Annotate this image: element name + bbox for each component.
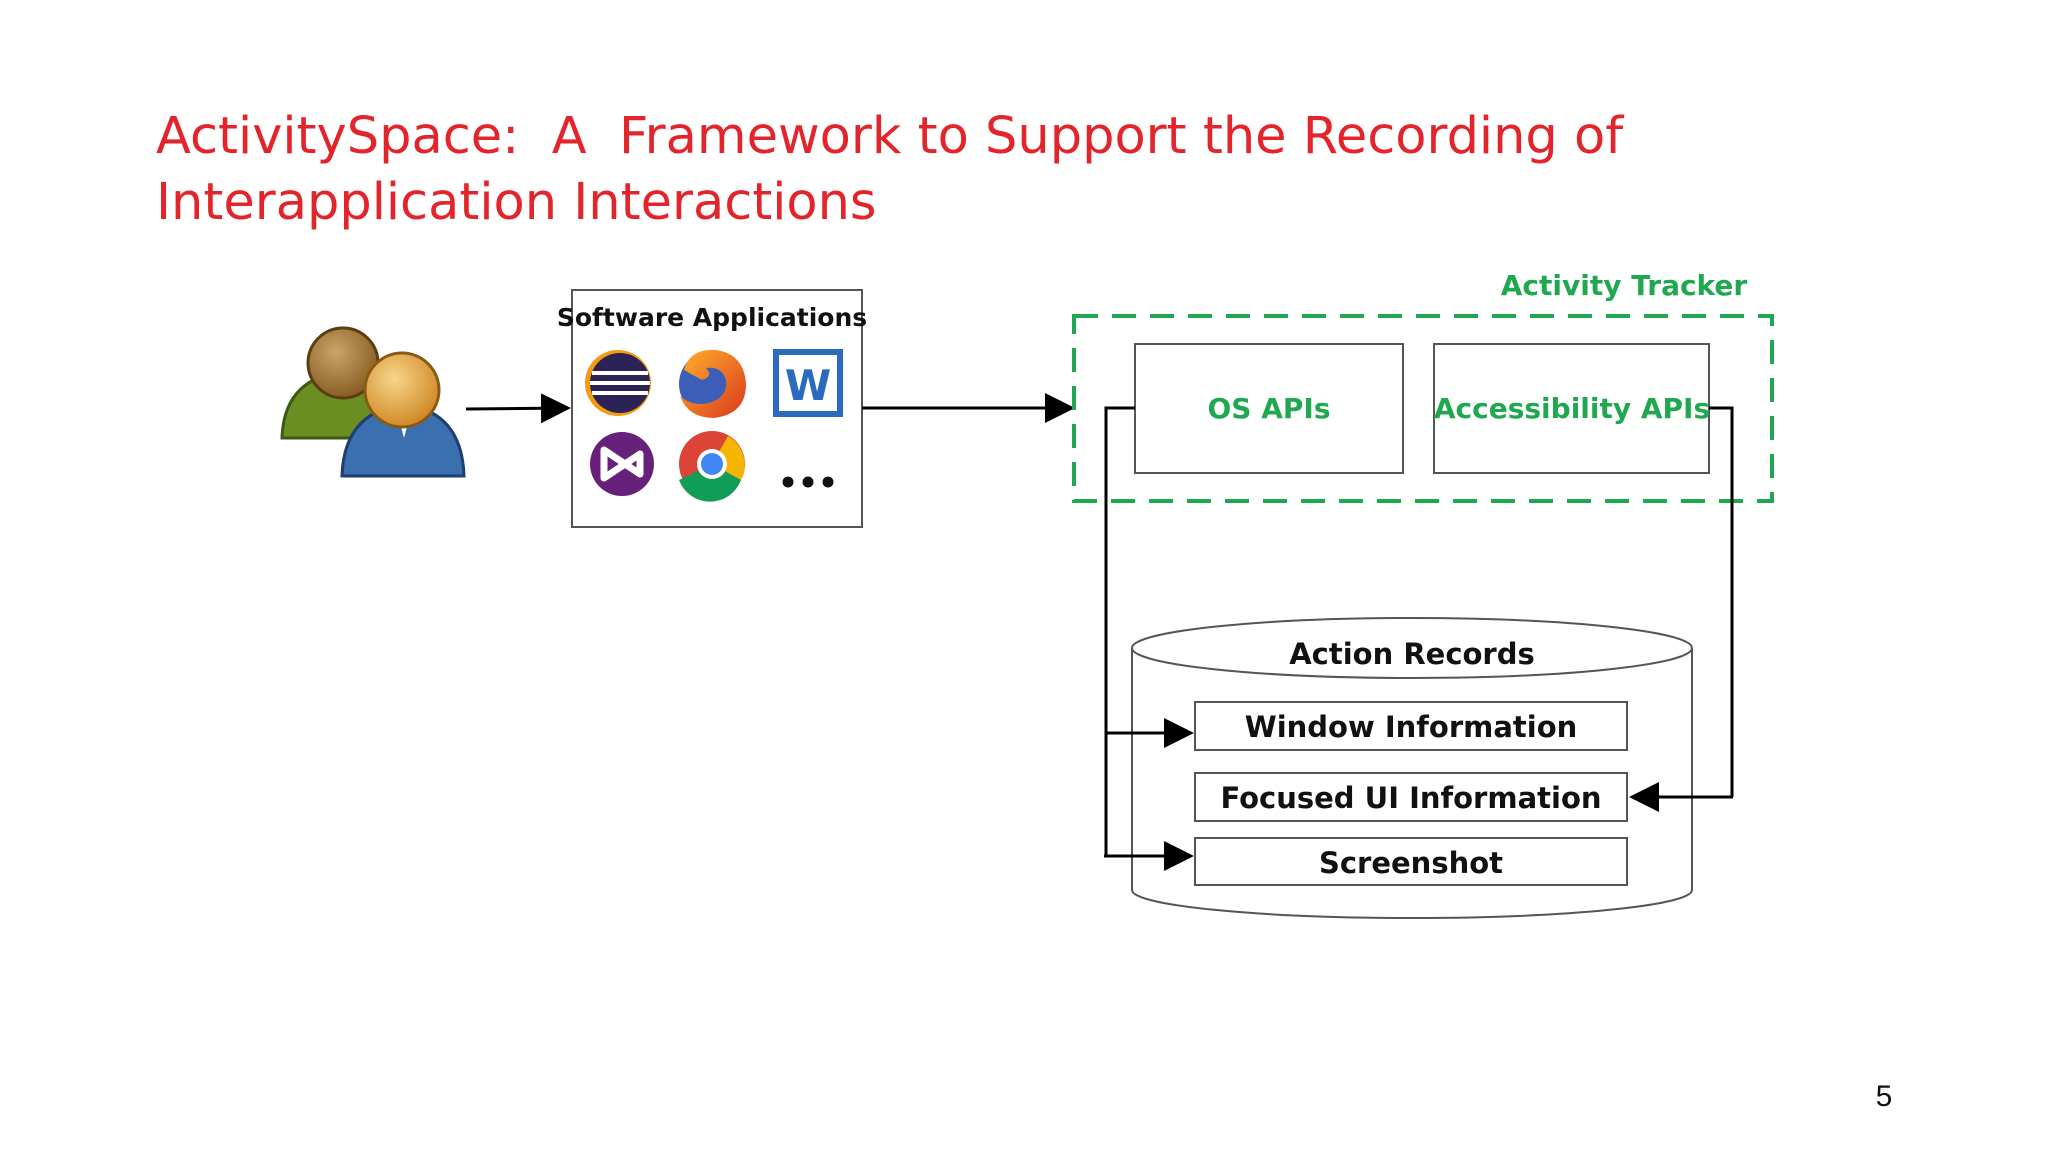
word-icon: W xyxy=(773,349,843,417)
activity-tracker-label: Activity Tracker xyxy=(1501,269,1748,302)
record-item-screenshot-box xyxy=(1194,837,1628,886)
connector-os-apis xyxy=(1104,406,1135,857)
page-number: 5 xyxy=(1875,1080,1893,1113)
action-records-title: Action Records xyxy=(1289,637,1535,671)
users-icon xyxy=(280,326,466,478)
slide-title-line-1: ActivitySpace: A Framework to Support th… xyxy=(156,107,1624,166)
eclipse-icon xyxy=(585,350,651,416)
os-apis-label: OS APIs xyxy=(1208,392,1331,425)
record-item-focused-ui-information-box xyxy=(1194,772,1628,822)
record-item-window-information: Window Information xyxy=(1245,710,1578,744)
accessibility-apis-label: Accessibility APIs xyxy=(1434,392,1710,425)
record-item-focused-ui-information: Focused UI Information xyxy=(1220,781,1601,815)
software-applications-title: Software Applications xyxy=(557,303,867,332)
record-item-window-information-box xyxy=(1194,701,1628,751)
chrome-icon xyxy=(679,431,745,502)
slide-title: ActivitySpace: A Framework to Support th… xyxy=(156,104,1623,236)
ellipsis-icon xyxy=(782,476,834,488)
word-icon-letter: W xyxy=(785,361,831,410)
accessibility-apis-box xyxy=(1433,343,1710,474)
record-item-screenshot: Screenshot xyxy=(1319,846,1503,880)
slide-title-line-2: Interapplication Interactions xyxy=(156,173,877,232)
os-apis-box xyxy=(1134,343,1404,474)
visual-studio-icon xyxy=(590,432,654,496)
firefox-icon xyxy=(679,349,746,418)
software-applications-box: Software Applications W xyxy=(557,289,867,528)
arrow-user-to-apps xyxy=(465,393,571,424)
connector-accessibility-apis xyxy=(1709,406,1734,797)
activity-tracker-region xyxy=(1072,314,1774,503)
